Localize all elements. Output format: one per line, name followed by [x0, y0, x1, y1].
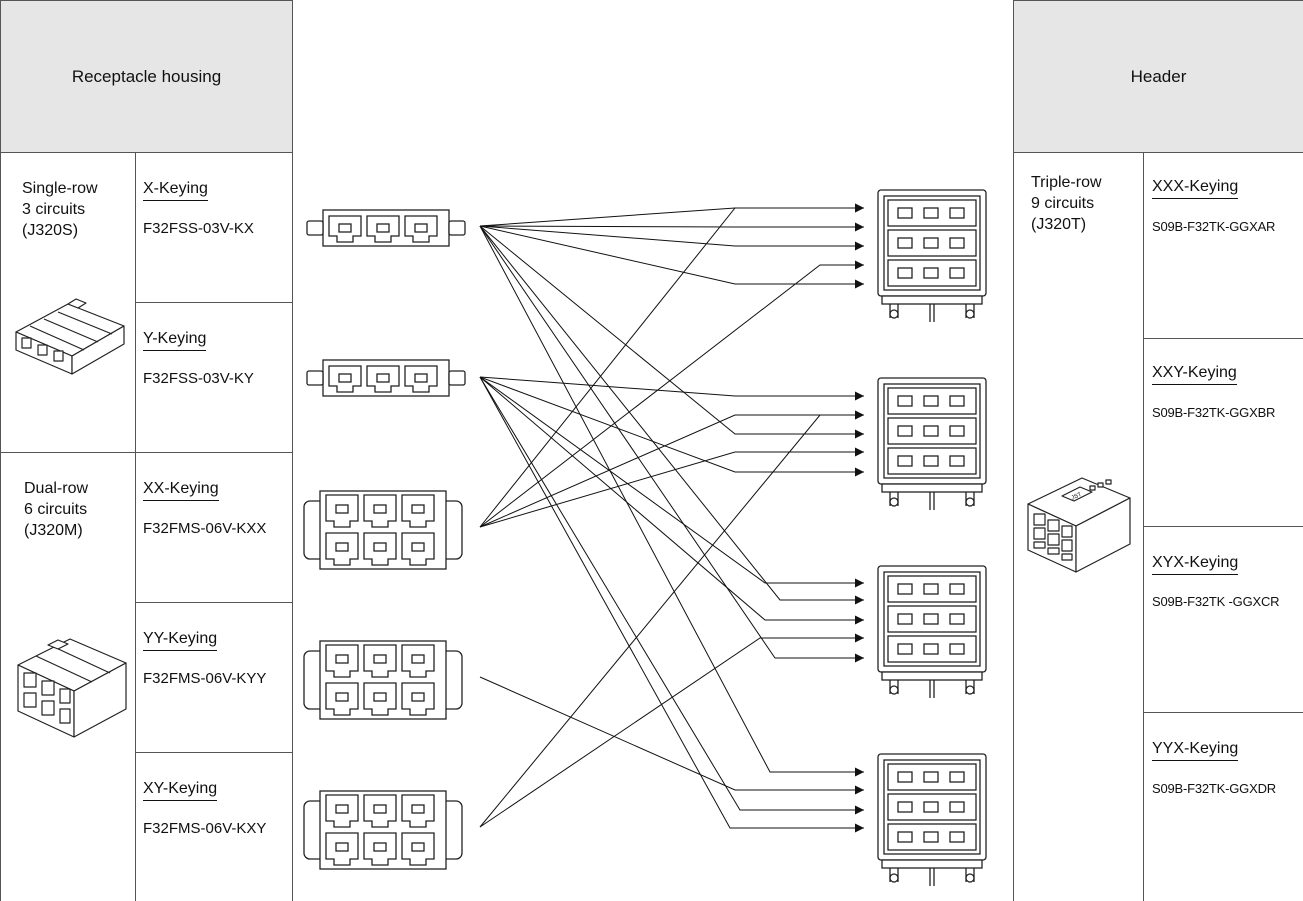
xx-keying-receptacle-front-view	[303, 490, 463, 570]
xyx-keying-header-front-view	[877, 565, 987, 698]
yy-keying-label: YY-Keying	[143, 630, 218, 651]
arrow-y-to-xxy	[479, 376, 864, 401]
yyx-keying-cell	[1143, 712, 1303, 901]
y-keying-receptacle-front-view	[306, 359, 466, 397]
triple-row-series-label: Triple-row 9 circuits (J320T)	[1031, 172, 1141, 235]
xxy-keying-cell	[1143, 338, 1303, 527]
arrow-x-to-xyx	[479, 225, 864, 663]
arrow-xx-to-xxy	[479, 447, 864, 528]
xx-keying-label: XX-Keying	[143, 480, 219, 501]
single-row-housing-illustration	[15, 298, 125, 375]
yy-keying-cell	[135, 602, 293, 753]
xy-keying-receptacle-front-view	[303, 790, 463, 870]
xyx-keying-label: XYX-Keying	[1152, 554, 1239, 575]
arrow-y-to-xxy	[479, 376, 864, 477]
keying-name: X-Keying	[143, 180, 208, 201]
yy-keying-receptacle-front-view	[303, 640, 463, 720]
keying-name: XY-Keying	[143, 780, 218, 801]
xx-keying-cell	[135, 452, 293, 603]
arrow-xx-to-xxx	[479, 203, 864, 528]
xxy-keying-header-front-view	[877, 377, 987, 510]
arrow-xy-to-xxy	[479, 410, 864, 828]
arrow-xy-to-xyx	[479, 633, 864, 828]
yyx-keying-label: YYX-Keying	[1152, 740, 1239, 761]
series-line: 3 circuits	[22, 201, 86, 218]
series-line: 9 circuits	[1031, 195, 1095, 212]
keying-name: XXY-Keying	[1152, 364, 1237, 385]
series-line: (J320T)	[1031, 216, 1087, 233]
x-keying-cell	[135, 152, 293, 303]
arrow-x-to-xxx	[479, 222, 864, 232]
keying-name: XYX-Keying	[1152, 554, 1239, 575]
arrow-x-to-yyx	[479, 225, 864, 777]
keying-name: YYX-Keying	[1152, 740, 1239, 761]
xxy-keying-label: XXY-Keying	[1152, 364, 1237, 385]
header-panel-title: Header	[1130, 66, 1187, 86]
arrow-x-to-xxx	[479, 225, 864, 289]
keying-name: XXX-Keying	[1152, 178, 1239, 199]
x-keying-part-number: F32FSS-03V-KX	[143, 220, 254, 237]
receptacle-housing-title: Receptacle housing	[71, 66, 222, 86]
series-line: Single-row	[22, 180, 98, 197]
xy-keying-part-number: F32FMS-06V-KXY	[143, 820, 267, 837]
jst-badge-text: JST	[1071, 492, 1084, 502]
arrow-y-to-xyx	[479, 376, 864, 625]
xyx-keying-cell	[1143, 526, 1303, 713]
dual-row-series-label: Dual-row 6 circuits (J320M)	[24, 478, 134, 541]
yyx-keying-part-number: S09B-F32TK-GGXDR	[1152, 781, 1276, 796]
xxx-keying-label: XXX-Keying	[1152, 178, 1239, 199]
receptacle-housing-header: Receptacle housing	[0, 0, 293, 153]
xxx-keying-cell	[1143, 152, 1303, 339]
yy-keying-part-number: F32FMS-06V-KYY	[143, 670, 267, 687]
series-line: Triple-row	[1031, 174, 1102, 191]
y-keying-label: Y-Keying	[143, 330, 207, 351]
xy-keying-cell	[135, 752, 293, 901]
arrow-yy-to-yyx	[479, 676, 864, 795]
keying-name: Y-Keying	[143, 330, 207, 351]
arrow-y-to-yyx	[479, 376, 864, 815]
keying-name: YY-Keying	[143, 630, 218, 651]
arrow-x-to-xxx	[479, 203, 864, 227]
arrow-y-to-xyx	[479, 376, 864, 588]
keying-name: XX-Keying	[143, 480, 219, 501]
yyx-keying-header-front-view	[877, 753, 987, 886]
x-keying-receptacle-front-view	[306, 209, 466, 247]
series-line: 6 circuits	[24, 501, 88, 518]
series-line: Dual-row	[24, 480, 89, 497]
header-panel-header: Header	[1013, 0, 1303, 153]
xx-keying-part-number: F32FMS-06V-KXX	[143, 520, 267, 537]
arrow-xx-to-xxx	[479, 260, 864, 528]
y-keying-part-number: F32FSS-03V-KY	[143, 370, 254, 387]
xxy-keying-part-number: S09B-F32TK-GGXBR	[1152, 405, 1276, 420]
y-keying-cell	[135, 302, 293, 453]
triple-row-header-illustration: JST	[1027, 477, 1131, 573]
arrow-y-to-yyx	[479, 376, 864, 833]
xy-keying-label: XY-Keying	[143, 780, 218, 801]
series-line: (J320M)	[24, 522, 83, 539]
xxx-keying-part-number: S09B-F32TK-GGXAR	[1152, 219, 1276, 234]
x-keying-label: X-Keying	[143, 180, 208, 201]
arrow-x-to-xyx	[479, 225, 864, 605]
series-line: (J320S)	[22, 222, 79, 239]
xxx-keying-header-front-view	[877, 189, 987, 322]
arrow-x-to-xxy	[479, 225, 864, 439]
arrow-x-to-xxx	[479, 225, 864, 251]
dual-row-housing-illustration	[17, 638, 127, 738]
single-row-series-label: Single-row 3 circuits (J320S)	[22, 178, 132, 241]
xyx-keying-part-number: S09B-F32TK -GGXCR	[1152, 594, 1280, 609]
